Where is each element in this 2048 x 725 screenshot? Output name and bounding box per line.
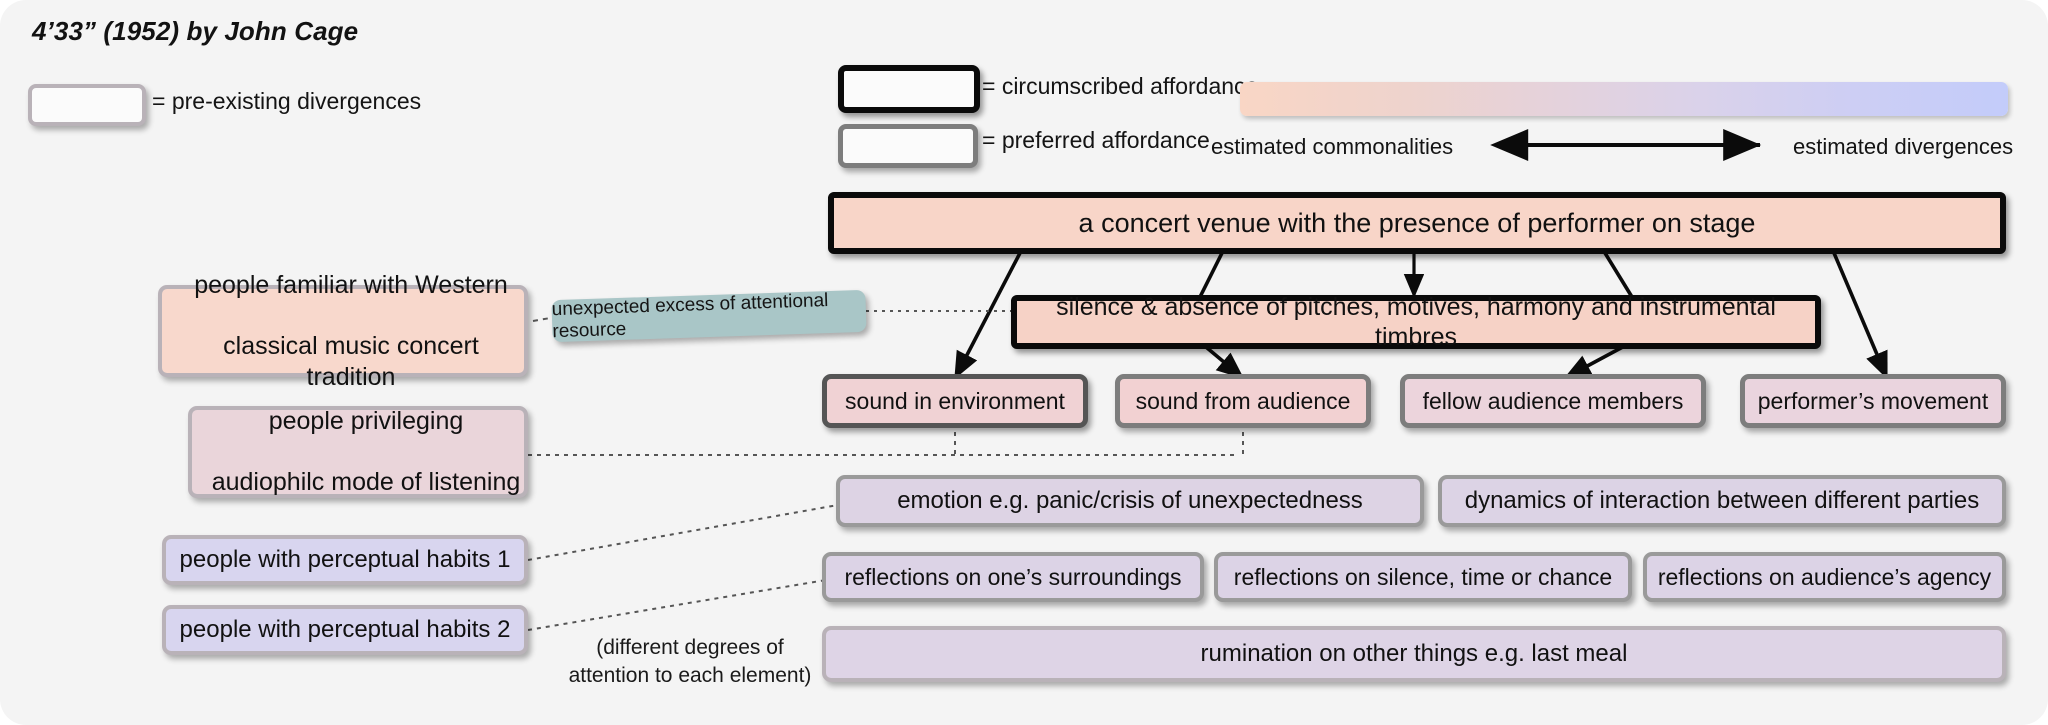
legend-swatch-preferred	[838, 124, 978, 168]
node-perceptual-habits-1-label: people with perceptual habits 1	[179, 546, 511, 574]
node-people-western-tradition[interactable]: people familiar with Western classical m…	[158, 271, 528, 391]
node-performer-movement-label: performer’s movement	[1757, 387, 1989, 414]
node-sound-from-audience[interactable]: sound from audience	[1115, 374, 1371, 428]
node-perceptual-habits-2[interactable]: people with perceptual habits 2	[162, 605, 528, 655]
node-rumination[interactable]: rumination on other things e.g. last mea…	[822, 626, 2006, 682]
node-sound-in-environment-label: sound in environment	[845, 387, 1065, 414]
node-people-audiophile[interactable]: people privileging audiophilc mode of li…	[188, 406, 528, 498]
node-reflections-agency-label: reflections on audience’s agency	[1657, 563, 1992, 590]
node-emotion-label: emotion e.g. panic/crisis of unexpectedn…	[897, 487, 1363, 515]
node-silence-label: silence & absence of pitches, motives, h…	[1056, 292, 1776, 352]
western-line-1: people familiar with Western	[194, 271, 508, 299]
commonality-divergence-gradient-bar	[1240, 82, 2008, 116]
node-performer-movement[interactable]: performer’s movement	[1740, 374, 2006, 428]
node-reflections-silence-label: reflections on silence, time or chance	[1233, 563, 1613, 590]
legend-swatch-circumscribed	[838, 65, 980, 113]
node-sound-in-environment[interactable]: sound in environment	[822, 374, 1088, 428]
node-emotion[interactable]: emotion e.g. panic/crisis of unexpectedn…	[836, 475, 1424, 527]
annotation-unexpected-excess: unexpected excess of attentional resourc…	[551, 289, 867, 343]
gradient-label-left: estimated commonalities	[1211, 134, 1454, 159]
node-people-audiophile-label: people privileging audiophilc mode of li…	[192, 406, 524, 498]
node-concert-venue[interactable]: a concert venue with the presence of per…	[828, 192, 2006, 254]
audiophile-line-1: people privileging	[268, 407, 464, 436]
node-rumination-label: rumination on other things e.g. last mea…	[1200, 640, 1628, 668]
annotation-unexpected-excess-label: unexpected excess of attentional resourc…	[551, 290, 829, 343]
audiophile-line-2: audiophilc mode of listening	[211, 468, 521, 497]
node-perceptual-habits-1[interactable]: people with perceptual habits 1	[162, 535, 528, 585]
legend-label-divergence: = pre-existing divergences	[152, 88, 422, 114]
node-fellow-audience-members-label: fellow audience members	[1422, 387, 1684, 414]
node-reflections-silence[interactable]: reflections on silence, time or chance	[1214, 552, 1632, 602]
node-reflections-surroundings[interactable]: reflections on one’s surroundings	[822, 552, 1204, 602]
legend-label-circumscribed: = circumscribed affordance	[982, 73, 1259, 99]
legend-label-preferred: = preferred affordance	[982, 127, 1210, 153]
node-perceptual-habits-2-label: people with perceptual habits 2	[179, 616, 511, 644]
paren-line-1: (different degrees of	[596, 636, 784, 659]
node-sound-from-audience-label: sound from audience	[1135, 387, 1351, 414]
node-concert-venue-label: a concert venue with the presence of per…	[1078, 207, 1756, 238]
western-line-2: classical music concert tradition	[223, 332, 479, 391]
node-reflections-surroundings-label: reflections on one’s surroundings	[844, 563, 1182, 590]
node-dynamics[interactable]: dynamics of interaction between differen…	[1438, 475, 2006, 527]
node-dynamics-label: dynamics of interaction between differen…	[1464, 487, 1980, 515]
gradient-label-right: estimated divergences	[1793, 134, 2014, 159]
node-fellow-audience-members[interactable]: fellow audience members	[1400, 374, 1706, 428]
node-silence[interactable]: silence & absence of pitches, motives, h…	[1011, 293, 1821, 351]
page-title: 4’33” (1952) by John Cage	[32, 16, 359, 46]
legend-swatch-divergence	[28, 84, 146, 126]
node-people-western-tradition-label: people familiar with Western classical m…	[162, 270, 524, 392]
annotation-different-degrees: (different degrees of attention to each …	[560, 634, 820, 691]
paren-line-2: attention to each element)	[568, 664, 812, 688]
node-reflections-agency[interactable]: reflections on audience’s agency	[1643, 552, 2006, 602]
